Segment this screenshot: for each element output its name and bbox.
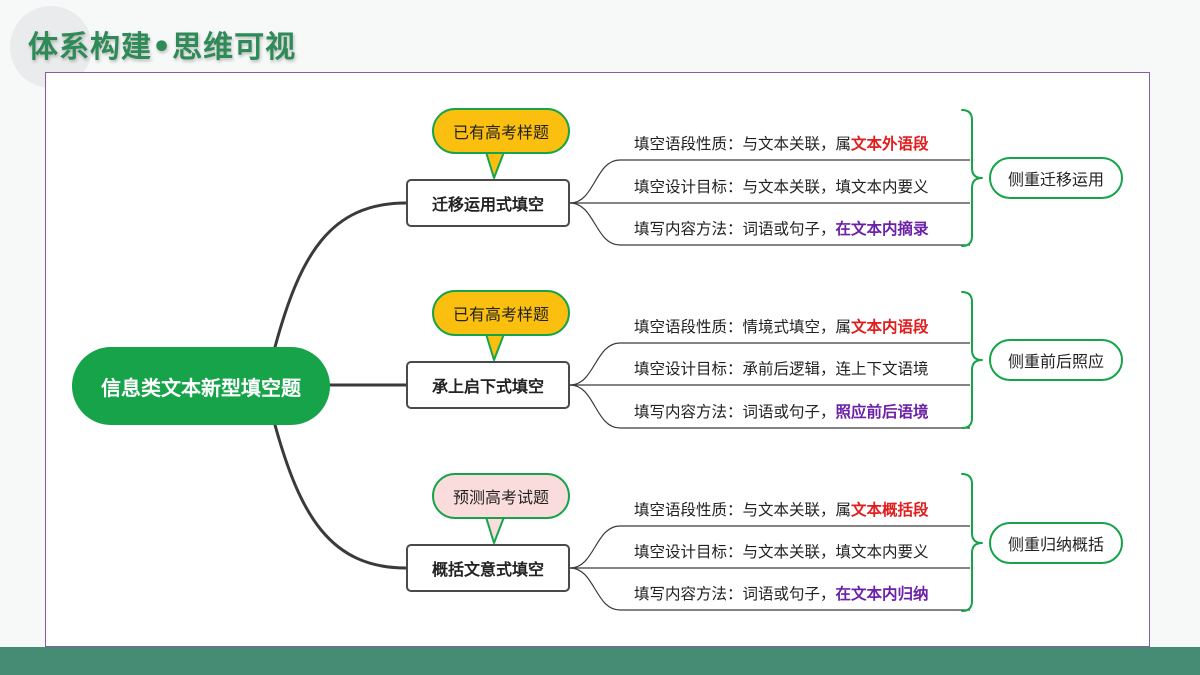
branch-2-summary[interactable]: 侧重前后照应 [989, 339, 1123, 381]
connector-center-branch-3 [273, 423, 408, 570]
leaf-line-3-3 [569, 567, 970, 611]
branch-3-leaf-1: 填空语段性质：与文本关联，属文本概括段 [634, 501, 929, 519]
leaf-line-2-1 [569, 342, 970, 386]
branch-3-tag: 预测高考试题 [432, 473, 570, 519]
summary-bracket-2 [961, 291, 983, 429]
bubble-tail-3 [485, 516, 505, 544]
branch-1-tag: 已有高考样题 [432, 108, 570, 154]
footer-bar [0, 647, 1200, 675]
branch-1-node[interactable]: 迁移运用式填空 [406, 179, 570, 227]
branch-2-tag: 已有高考样题 [432, 290, 570, 336]
center-node[interactable]: 信息类文本新型填空题 [72, 347, 330, 425]
branch-2-node[interactable]: 承上启下式填空 [406, 361, 570, 409]
bubble-tail-2 [485, 333, 505, 361]
leaf-line-3-1 [569, 525, 970, 569]
branch-1-summary[interactable]: 侧重迁移运用 [989, 157, 1123, 199]
leaf-line-2-3 [569, 384, 970, 429]
leaf-line-1-1 [569, 159, 970, 204]
summary-bracket-1 [961, 109, 983, 247]
branch-3-summary[interactable]: 侧重归纳概括 [989, 522, 1123, 564]
connector-center-branch-1 [273, 201, 408, 349]
branch-2-leaf-1: 填空语段性质：情境式填空，属文本内语段 [634, 318, 929, 336]
leaf-line-1-3 [569, 202, 970, 246]
branch-1-leaf-3: 填写内容方法：词语或句子，在文本内摘录 [634, 220, 929, 238]
branch-3-leaf-3: 填写内容方法：词语或句子，在文本内归纳 [634, 585, 929, 603]
branch-3-leaf-2: 填空设计目标：与文本关联，填文本内要义 [634, 543, 929, 561]
branch-2-leaf-2: 填空设计目标：承前后逻辑，连上下文语境 [634, 360, 929, 378]
branch-1-leaf-2: 填空设计目标：与文本关联，填文本内要义 [634, 178, 929, 196]
bubble-tail-1 [485, 151, 505, 179]
summary-bracket-3 [961, 473, 983, 612]
branch-1-leaf-1: 填空语段性质：与文本关联，属文本外语段 [634, 135, 929, 153]
page-title: 体系构建•思维可视 [28, 30, 297, 65]
branch-3-node[interactable]: 概括文意式填空 [406, 544, 570, 592]
branch-2-leaf-3: 填写内容方法：词语或句子，照应前后语境 [634, 403, 929, 421]
